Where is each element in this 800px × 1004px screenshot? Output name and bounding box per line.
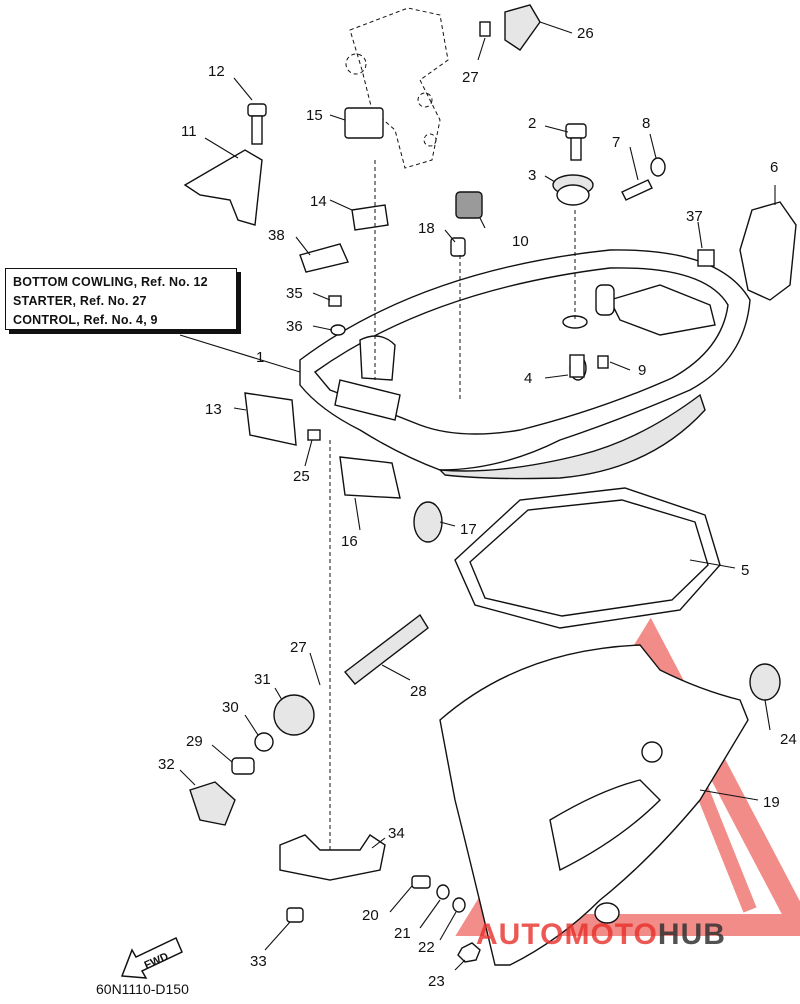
callout-7: 7 xyxy=(612,134,620,151)
callout-32: 32 xyxy=(158,756,175,773)
callout-12: 12 xyxy=(208,63,225,80)
callout-1: 1 xyxy=(256,349,264,366)
callout-8: 8 xyxy=(642,115,650,132)
callout-4: 4 xyxy=(524,370,532,387)
leader-lines xyxy=(179,21,776,971)
callout-11: 11 xyxy=(181,123,197,140)
watermark-text-primary: AUTOMOTO xyxy=(476,918,658,951)
callout-35: 35 xyxy=(286,285,303,302)
callout-36: 36 xyxy=(286,318,303,335)
callout-numbers: 1 2 3 4 5 6 7 8 9 10 11 12 13 14 15 16 1… xyxy=(158,25,797,990)
legend-line-starter: STARTER, Ref. No. 27 xyxy=(13,294,147,308)
lower-cover xyxy=(439,644,749,966)
callout-23: 23 xyxy=(428,973,445,990)
reference-legend: BOTTOM COWLING, Ref. No. 12 STARTER, Ref… xyxy=(5,268,237,330)
callout-15: 15 xyxy=(306,107,323,124)
callout-27-bottom: 27 xyxy=(290,639,307,656)
callout-9: 9 xyxy=(638,362,646,379)
callout-27-top: 27 xyxy=(462,69,479,86)
engine-block-outline xyxy=(345,7,449,169)
callout-30: 30 xyxy=(222,699,239,716)
bottom-cowling xyxy=(299,249,751,480)
callout-20: 20 xyxy=(362,907,379,924)
callout-34: 34 xyxy=(388,825,405,842)
fwd-arrow-icon: FWD xyxy=(120,936,183,979)
callout-24: 24 xyxy=(780,731,797,748)
callout-33: 33 xyxy=(250,953,267,970)
legend-line-control: CONTROL, Ref. No. 4, 9 xyxy=(13,313,158,327)
callout-22: 22 xyxy=(418,939,435,956)
callout-18: 18 xyxy=(418,220,435,237)
callout-6: 6 xyxy=(770,159,778,176)
callout-26: 26 xyxy=(577,25,594,42)
bolts-and-parts xyxy=(183,4,797,963)
callout-38: 38 xyxy=(268,227,285,244)
callout-10: 10 xyxy=(512,233,529,250)
callout-31: 31 xyxy=(254,671,271,688)
callout-14: 14 xyxy=(310,193,327,210)
legend-line-bottom-cowling: BOTTOM COWLING, Ref. No. 12 xyxy=(13,275,208,289)
watermark-text: AUTOMOTOHUB xyxy=(476,918,726,952)
callout-25: 25 xyxy=(293,468,310,485)
callout-21: 21 xyxy=(394,925,411,942)
seal-gasket xyxy=(454,487,721,629)
callout-2: 2 xyxy=(528,115,536,132)
watermark-text-secondary: HUB xyxy=(657,918,726,951)
callout-17: 17 xyxy=(460,521,477,538)
callout-28: 28 xyxy=(410,683,427,700)
callout-16: 16 xyxy=(341,533,358,550)
callout-19: 19 xyxy=(763,794,780,811)
diagram-code: 60N1110-D150 xyxy=(96,981,189,997)
callout-29: 29 xyxy=(186,733,203,750)
callout-37: 37 xyxy=(686,208,703,225)
callout-3: 3 xyxy=(528,167,536,184)
callout-13: 13 xyxy=(205,401,222,418)
callout-5: 5 xyxy=(741,562,749,579)
